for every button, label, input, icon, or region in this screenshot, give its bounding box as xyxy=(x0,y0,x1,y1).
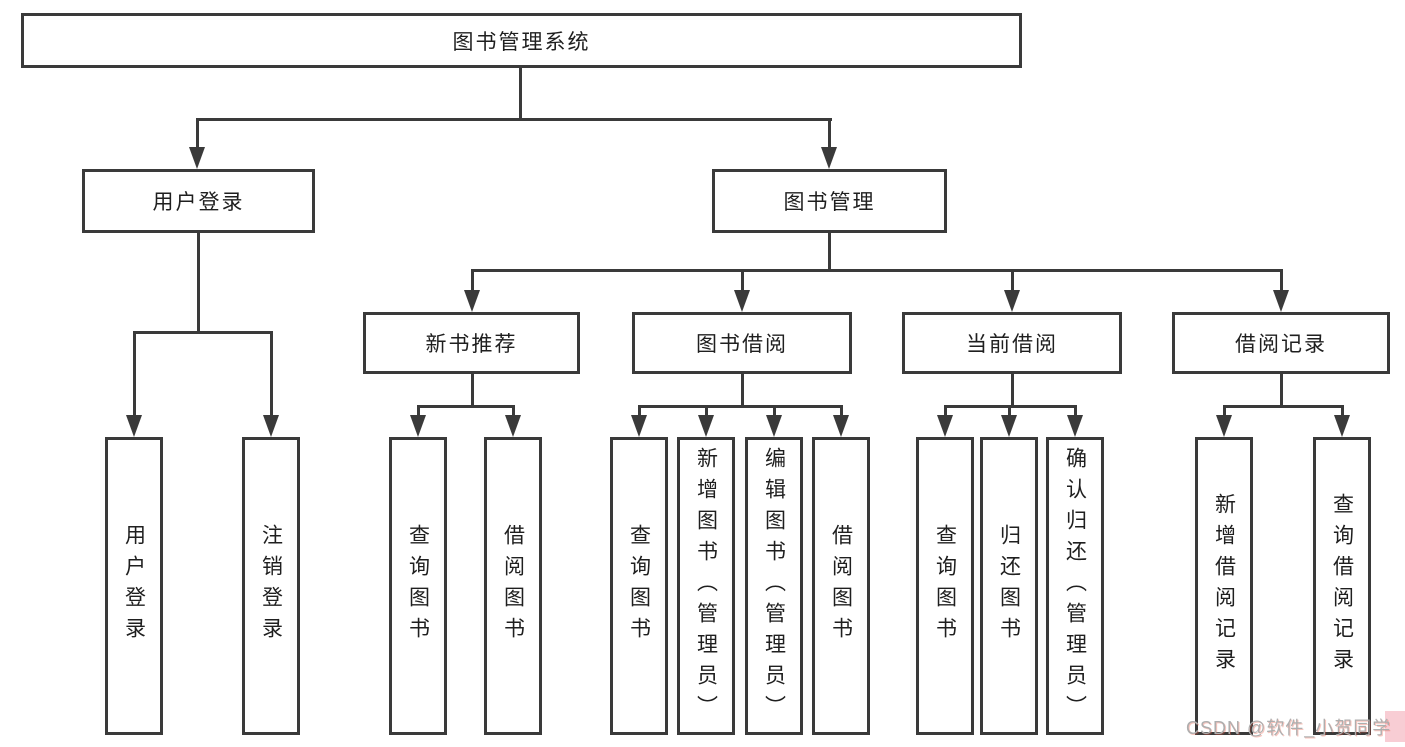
leaf-return-books-label: 归还图书 xyxy=(997,524,1021,648)
connector-line xyxy=(471,269,474,290)
connector-line xyxy=(270,331,273,416)
connector-line xyxy=(638,405,842,408)
watermark: CSDN @软件_小贺同学 xyxy=(1186,714,1391,740)
node-borrow-records: 借阅记录 xyxy=(1172,312,1390,374)
connector-line xyxy=(1074,405,1077,416)
leaf-logout-label: 注销登录 xyxy=(259,524,283,648)
arrow-down-icon xyxy=(464,290,480,312)
node-current-borrow: 当前借阅 xyxy=(902,312,1122,374)
connector-line xyxy=(519,68,522,121)
connector-line xyxy=(1011,269,1014,290)
node-user-login: 用户登录 xyxy=(82,169,315,233)
arrow-down-icon xyxy=(126,415,142,437)
connector-line xyxy=(638,405,641,416)
leaf-borrow-books: 借阅图书 xyxy=(812,437,870,735)
leaf-logout: 注销登录 xyxy=(242,437,300,735)
leaf-query-books: 查询图书 xyxy=(610,437,668,735)
node-book-management: 图书管理 xyxy=(712,169,947,233)
connector-line xyxy=(944,405,947,416)
arrow-down-icon xyxy=(631,415,647,437)
arrow-down-icon xyxy=(1273,290,1289,312)
node-current-borrow-label: 当前借阅 xyxy=(966,333,1058,356)
connector-line xyxy=(417,405,514,408)
leaf-query-books: 查询图书 xyxy=(389,437,447,735)
connector-line xyxy=(512,405,515,416)
leaf-user-login: 用户登录 xyxy=(105,437,163,735)
connector-line xyxy=(828,118,831,149)
arrow-down-icon xyxy=(937,415,953,437)
leaf-add-borrow-record: 新增借阅记录 xyxy=(1195,437,1253,735)
connector-line xyxy=(471,269,1283,272)
leaf-query-books-label: 查询图书 xyxy=(627,524,651,648)
leaf-add-borrow-record-label: 新增借阅记录 xyxy=(1212,493,1236,679)
arrow-down-icon xyxy=(410,415,426,437)
arrow-down-icon xyxy=(833,415,849,437)
connector-line xyxy=(196,118,832,121)
connector-line xyxy=(197,233,200,334)
connector-line xyxy=(773,405,776,416)
leaf-query-books: 查询图书 xyxy=(916,437,974,735)
connector-line xyxy=(741,269,744,290)
leaf-edit-books-admin: 编辑图书（管理员） xyxy=(745,437,803,735)
node-new-book-recommend: 新书推荐 xyxy=(363,312,580,374)
leaf-confirm-return-admin: 确认归还（管理员） xyxy=(1046,437,1104,735)
connector-line xyxy=(1011,374,1014,408)
node-new-book-recommend-label: 新书推荐 xyxy=(425,333,518,356)
node-root-label: 图书管理系统 xyxy=(452,30,591,54)
leaf-query-books-label: 查询图书 xyxy=(406,524,430,648)
connector-line xyxy=(1280,269,1283,290)
arrow-down-icon xyxy=(1334,415,1350,437)
arrow-down-icon xyxy=(1001,415,1017,437)
leaf-borrow-books-label: 借阅图书 xyxy=(501,524,525,648)
connector-line xyxy=(1341,405,1344,416)
leaf-query-borrow-record-label: 查询借阅记录 xyxy=(1330,493,1354,679)
arrow-down-icon xyxy=(1004,290,1020,312)
leaf-query-books-label: 查询图书 xyxy=(933,524,957,648)
watermark-text: CSDN @软件_小贺同学 xyxy=(1186,718,1392,738)
leaf-add-books-admin: 新增图书（管理员） xyxy=(677,437,735,735)
connector-line xyxy=(705,405,708,416)
arrow-down-icon xyxy=(766,415,782,437)
arrow-down-icon xyxy=(1067,415,1083,437)
leaf-borrow-books-label: 借阅图书 xyxy=(829,524,853,648)
connector-line xyxy=(1280,374,1283,408)
connector-line xyxy=(417,405,420,416)
arrow-down-icon xyxy=(1216,415,1232,437)
leaf-confirm-return-admin-label: 确认归还（管理员） xyxy=(1063,446,1087,726)
node-borrow-records-label: 借阅记录 xyxy=(1235,333,1327,356)
node-root: 图书管理系统 xyxy=(21,13,1022,68)
connector-line xyxy=(1008,405,1011,416)
connector-line xyxy=(1223,405,1343,408)
connector-line xyxy=(471,374,474,408)
connector-line xyxy=(133,331,136,416)
leaf-edit-books-admin-label: 编辑图书（管理员） xyxy=(762,446,786,726)
arrow-down-icon xyxy=(263,415,279,437)
leaf-user-login-label: 用户登录 xyxy=(122,524,146,648)
arrow-down-icon xyxy=(698,415,714,437)
connector-line xyxy=(1223,405,1226,416)
arrow-down-icon xyxy=(734,290,750,312)
connector-line xyxy=(196,118,199,149)
leaf-add-books-admin-label: 新增图书（管理员） xyxy=(694,446,718,726)
node-user-login-label: 用户登录 xyxy=(152,191,245,214)
leaf-query-borrow-record: 查询借阅记录 xyxy=(1313,437,1371,735)
node-book-borrow-label: 图书借阅 xyxy=(696,333,788,356)
node-book-management-label: 图书管理 xyxy=(783,191,876,214)
leaf-borrow-books: 借阅图书 xyxy=(484,437,542,735)
arrow-down-icon xyxy=(821,147,837,169)
connector-line xyxy=(828,233,831,272)
node-book-borrow: 图书借阅 xyxy=(632,312,852,374)
connector-line xyxy=(741,374,744,408)
watermark-accent xyxy=(1385,711,1405,742)
connector-line xyxy=(840,405,843,416)
arrow-down-icon xyxy=(189,147,205,169)
arrow-down-icon xyxy=(505,415,521,437)
leaf-return-books: 归还图书 xyxy=(980,437,1038,735)
connector-line xyxy=(133,331,273,334)
